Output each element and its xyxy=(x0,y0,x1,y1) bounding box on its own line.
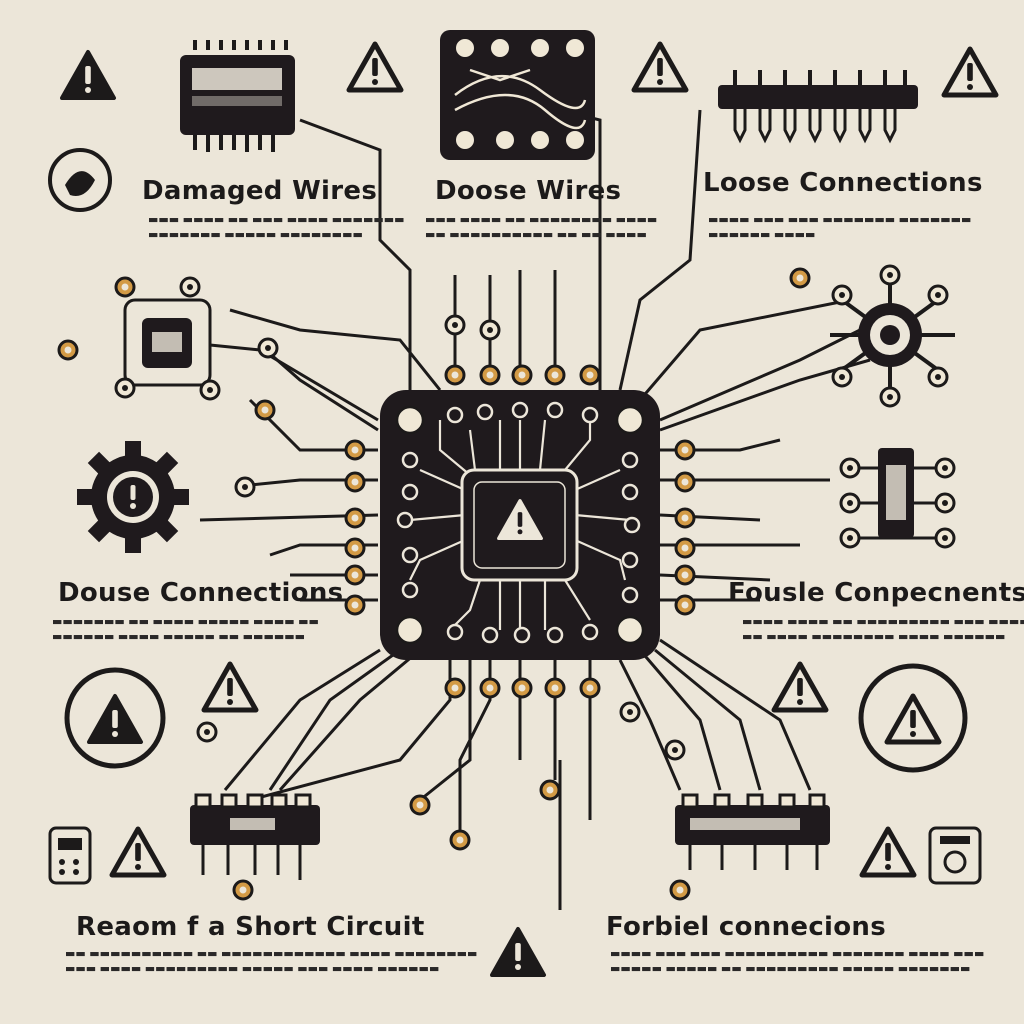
warning-circle-left xyxy=(64,667,166,769)
device-icon-bottom-left xyxy=(48,826,92,885)
ic-chip-bottom-left xyxy=(190,721,320,880)
warning-icon-top-right xyxy=(634,44,686,90)
warning-icon-top-left xyxy=(60,50,116,100)
warning-icon-lower-right xyxy=(774,664,826,710)
device-icon-bottom-right xyxy=(928,826,982,885)
warning-icon-bottom xyxy=(490,927,546,977)
label-douse-connections: Douse Connections xyxy=(58,578,344,608)
label-short-circuit: Reaom f a Short Circuit xyxy=(76,912,425,942)
warning-circle-right xyxy=(858,663,968,773)
gear-warning-icon xyxy=(77,441,189,553)
caption-fousle-conpecnents: ▬▬▬▬ ▬▬▬▬ ▬▬ ▬▬▬▬▬▬▬▬▬ ▬▬▬ ▬▬▬▬▬▬ ▬▬▬▬ ▬… xyxy=(742,615,1024,643)
warning-icon-lower-left xyxy=(204,664,256,710)
ic-chip-left xyxy=(57,276,221,401)
central-chip xyxy=(380,390,660,660)
caption-douse-connections: ▬▬▬▬▬▬▬ ▬▬ ▬▬▬▬ ▬▬▬▬▬ ▬▬▬▬ ▬▬▬▬▬▬▬▬ ▬▬▬▬… xyxy=(52,615,319,643)
label-loose-connections: Loose Connections xyxy=(703,168,983,198)
label-fousle-conpecnents: Fousle Conpecnents xyxy=(728,578,1024,608)
label-doose-wires: Doose Wires xyxy=(435,176,622,206)
warning-icon-bottom-left xyxy=(112,829,164,875)
badge-circle-left xyxy=(48,148,112,212)
label-forbiel-connecions: Forbiel connecions xyxy=(606,912,887,942)
warning-icon-bottom-right xyxy=(862,829,914,875)
caption-loose-connections: ▬▬▬▬ ▬▬▬ ▬▬▬ ▬▬▬▬▬▬▬ ▬▬▬▬▬▬▬▬▬▬▬▬▬ ▬▬▬▬ xyxy=(708,213,972,241)
component-right xyxy=(839,448,956,549)
warning-icon-corner xyxy=(944,49,996,95)
warning-icon-top xyxy=(349,44,401,90)
caption-short-circuit: ▬▬ ▬▬▬▬▬▬▬▬▬▬ ▬▬ ▬▬▬▬▬▬▬▬▬▬▬▬ ▬▬▬▬ ▬▬▬▬▬… xyxy=(65,947,478,975)
circuit-board-top xyxy=(440,30,595,160)
connector-strip-top-right xyxy=(718,70,918,144)
caption-damaged-wires: ▬▬▬ ▬▬▬▬ ▬▬ ▬▬▬ ▬▬▬▬ ▬▬▬▬▬▬▬▬▬▬▬▬▬▬ ▬▬▬▬… xyxy=(148,213,405,241)
ic-chip-top-left xyxy=(180,40,295,152)
caption-doose-wires: ▬▬▬ ▬▬▬▬ ▬▬ ▬▬▬▬▬▬▬▬ ▬▬▬▬▬▬ ▬▬▬▬▬▬▬▬▬▬ ▬… xyxy=(425,213,658,241)
label-damaged-wires: Damaged Wires xyxy=(142,176,378,206)
ic-chip-bottom-right xyxy=(675,793,830,870)
sensor-component-right xyxy=(830,264,955,408)
caption-forbiel-connecions: ▬▬▬▬ ▬▬▬ ▬▬▬ ▬▬▬▬▬▬▬▬▬▬ ▬▬▬▬▬▬▬ ▬▬▬▬ ▬▬▬… xyxy=(610,947,985,975)
